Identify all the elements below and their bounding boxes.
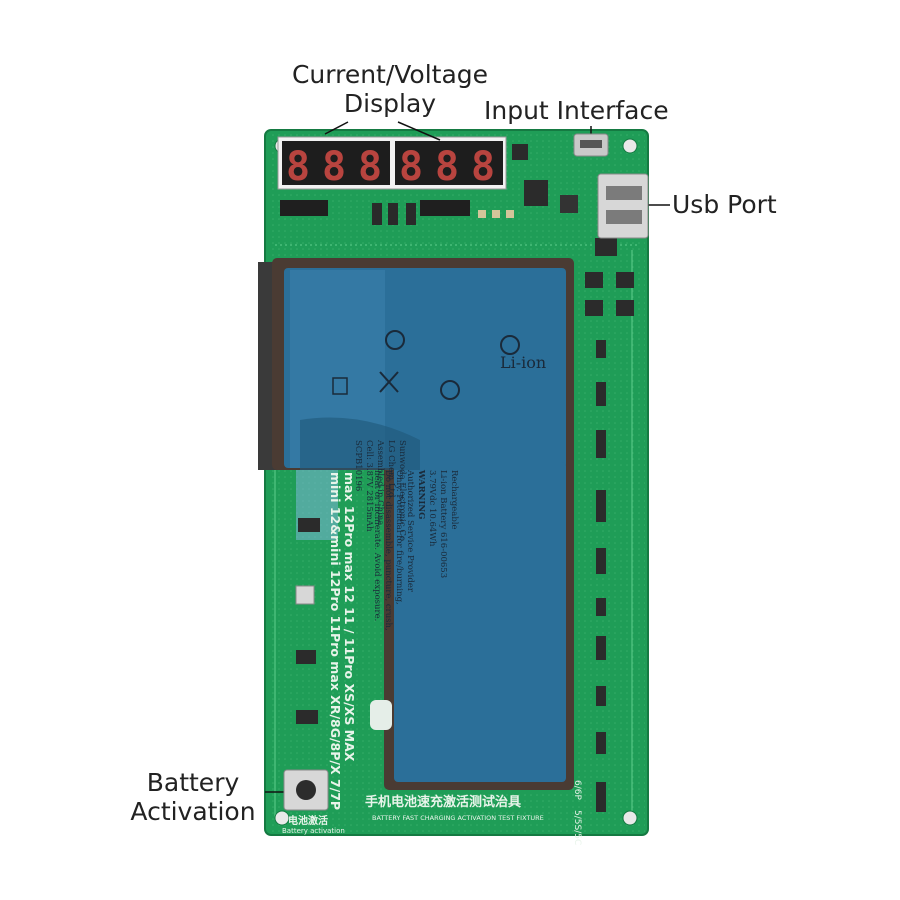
fixture-title-en: BATTERY FAST CHARGING ACTIVATION TEST FI… bbox=[372, 814, 544, 822]
callout-activation-line1: Battery bbox=[146, 768, 240, 797]
callout-activation-label: Battery Activation bbox=[118, 768, 268, 826]
battery-label-line: heat or incinerate. Avoid exposure. bbox=[372, 470, 382, 621]
target-icon bbox=[440, 380, 460, 400]
battery-li-ion: Li-ion bbox=[500, 353, 546, 372]
battery-label-line: Authorized Service Provider bbox=[405, 469, 415, 593]
port-label: 6/6P bbox=[572, 780, 582, 800]
activation-en: Battery activation bbox=[282, 827, 345, 835]
callout-display-line2: Display bbox=[343, 89, 437, 118]
display-digit: 8 bbox=[358, 144, 382, 190]
input-interface-port bbox=[573, 133, 609, 157]
models-column-2: mini 12&mini 12Pro 11Pro max XR/8G/8P/X … bbox=[328, 472, 343, 810]
connector-pads bbox=[596, 340, 606, 812]
activation-cn: 电池激活 bbox=[288, 814, 328, 827]
battery-label-line: 3.79Vdc 10.64Wh bbox=[427, 470, 437, 547]
recycle-icon bbox=[385, 330, 405, 350]
display-digit: 8 bbox=[286, 144, 310, 190]
fixture-title-cn: 手机电池速充激活测试治具 bbox=[365, 794, 521, 810]
battery-label-line: Only. Potential for fire/burning, bbox=[394, 470, 404, 605]
models-column-1: max 12Pro max 12 11 / 11Pro XS/XS MAX bbox=[342, 472, 357, 762]
callout-display-label: Current/Voltage Display bbox=[270, 60, 510, 118]
battery-markings: Li-ion Rechargeable Li-ion Battery 616-0… bbox=[332, 330, 546, 631]
bottom-silkscreen: 手机电池速充激活测试治具 BATTERY FAST CHARGING ACTIV… bbox=[282, 780, 582, 845]
callout-activation-line2: Activation bbox=[130, 797, 256, 826]
battery-label-line: Sunwoda Electronic Co. bbox=[397, 440, 407, 544]
callout-usb-label: Usb Port bbox=[672, 190, 777, 219]
model-list-silkscreen: max 12Pro max 12 11 / 11Pro XS/XS MAX mi… bbox=[328, 472, 357, 810]
left-components bbox=[295, 518, 392, 730]
warning-symbol-icon bbox=[332, 377, 348, 395]
current-voltage-display: 8 8 8 8 8 8 bbox=[277, 136, 507, 190]
callout-lines bbox=[265, 121, 670, 793]
battery-label-line: WARNING bbox=[416, 469, 426, 519]
battery-label-line: Rechargeable bbox=[449, 470, 459, 530]
callout-display-line1: Current/Voltage bbox=[291, 60, 489, 89]
battery-label-line: Cell: 3.87V 2815mAh bbox=[364, 440, 374, 532]
battery-label-line: LG Chem Ltd. bbox=[386, 440, 396, 500]
display-digit: 8 bbox=[435, 144, 459, 190]
usb-port bbox=[597, 173, 649, 239]
display-digit: 8 bbox=[471, 144, 495, 190]
ic-components bbox=[280, 144, 634, 316]
display-digit: 8 bbox=[399, 144, 423, 190]
battery-label-line: SCPB10196 bbox=[353, 440, 363, 491]
battery-label-line: Assembled in China bbox=[375, 439, 385, 525]
no-bin-icon bbox=[379, 371, 399, 393]
battery-label-line: Li-ion Battery 616-00653 bbox=[438, 470, 448, 578]
callout-input-label: Input Interface bbox=[484, 96, 669, 125]
display-digit: 8 bbox=[322, 144, 346, 190]
port-label: 5/5S/5C bbox=[572, 810, 582, 845]
battery-activation-button bbox=[283, 769, 329, 811]
clock-icon bbox=[500, 335, 520, 355]
battery-label-line: Do not disassemble, puncture, crush, bbox=[383, 470, 393, 631]
battery bbox=[284, 268, 566, 782]
